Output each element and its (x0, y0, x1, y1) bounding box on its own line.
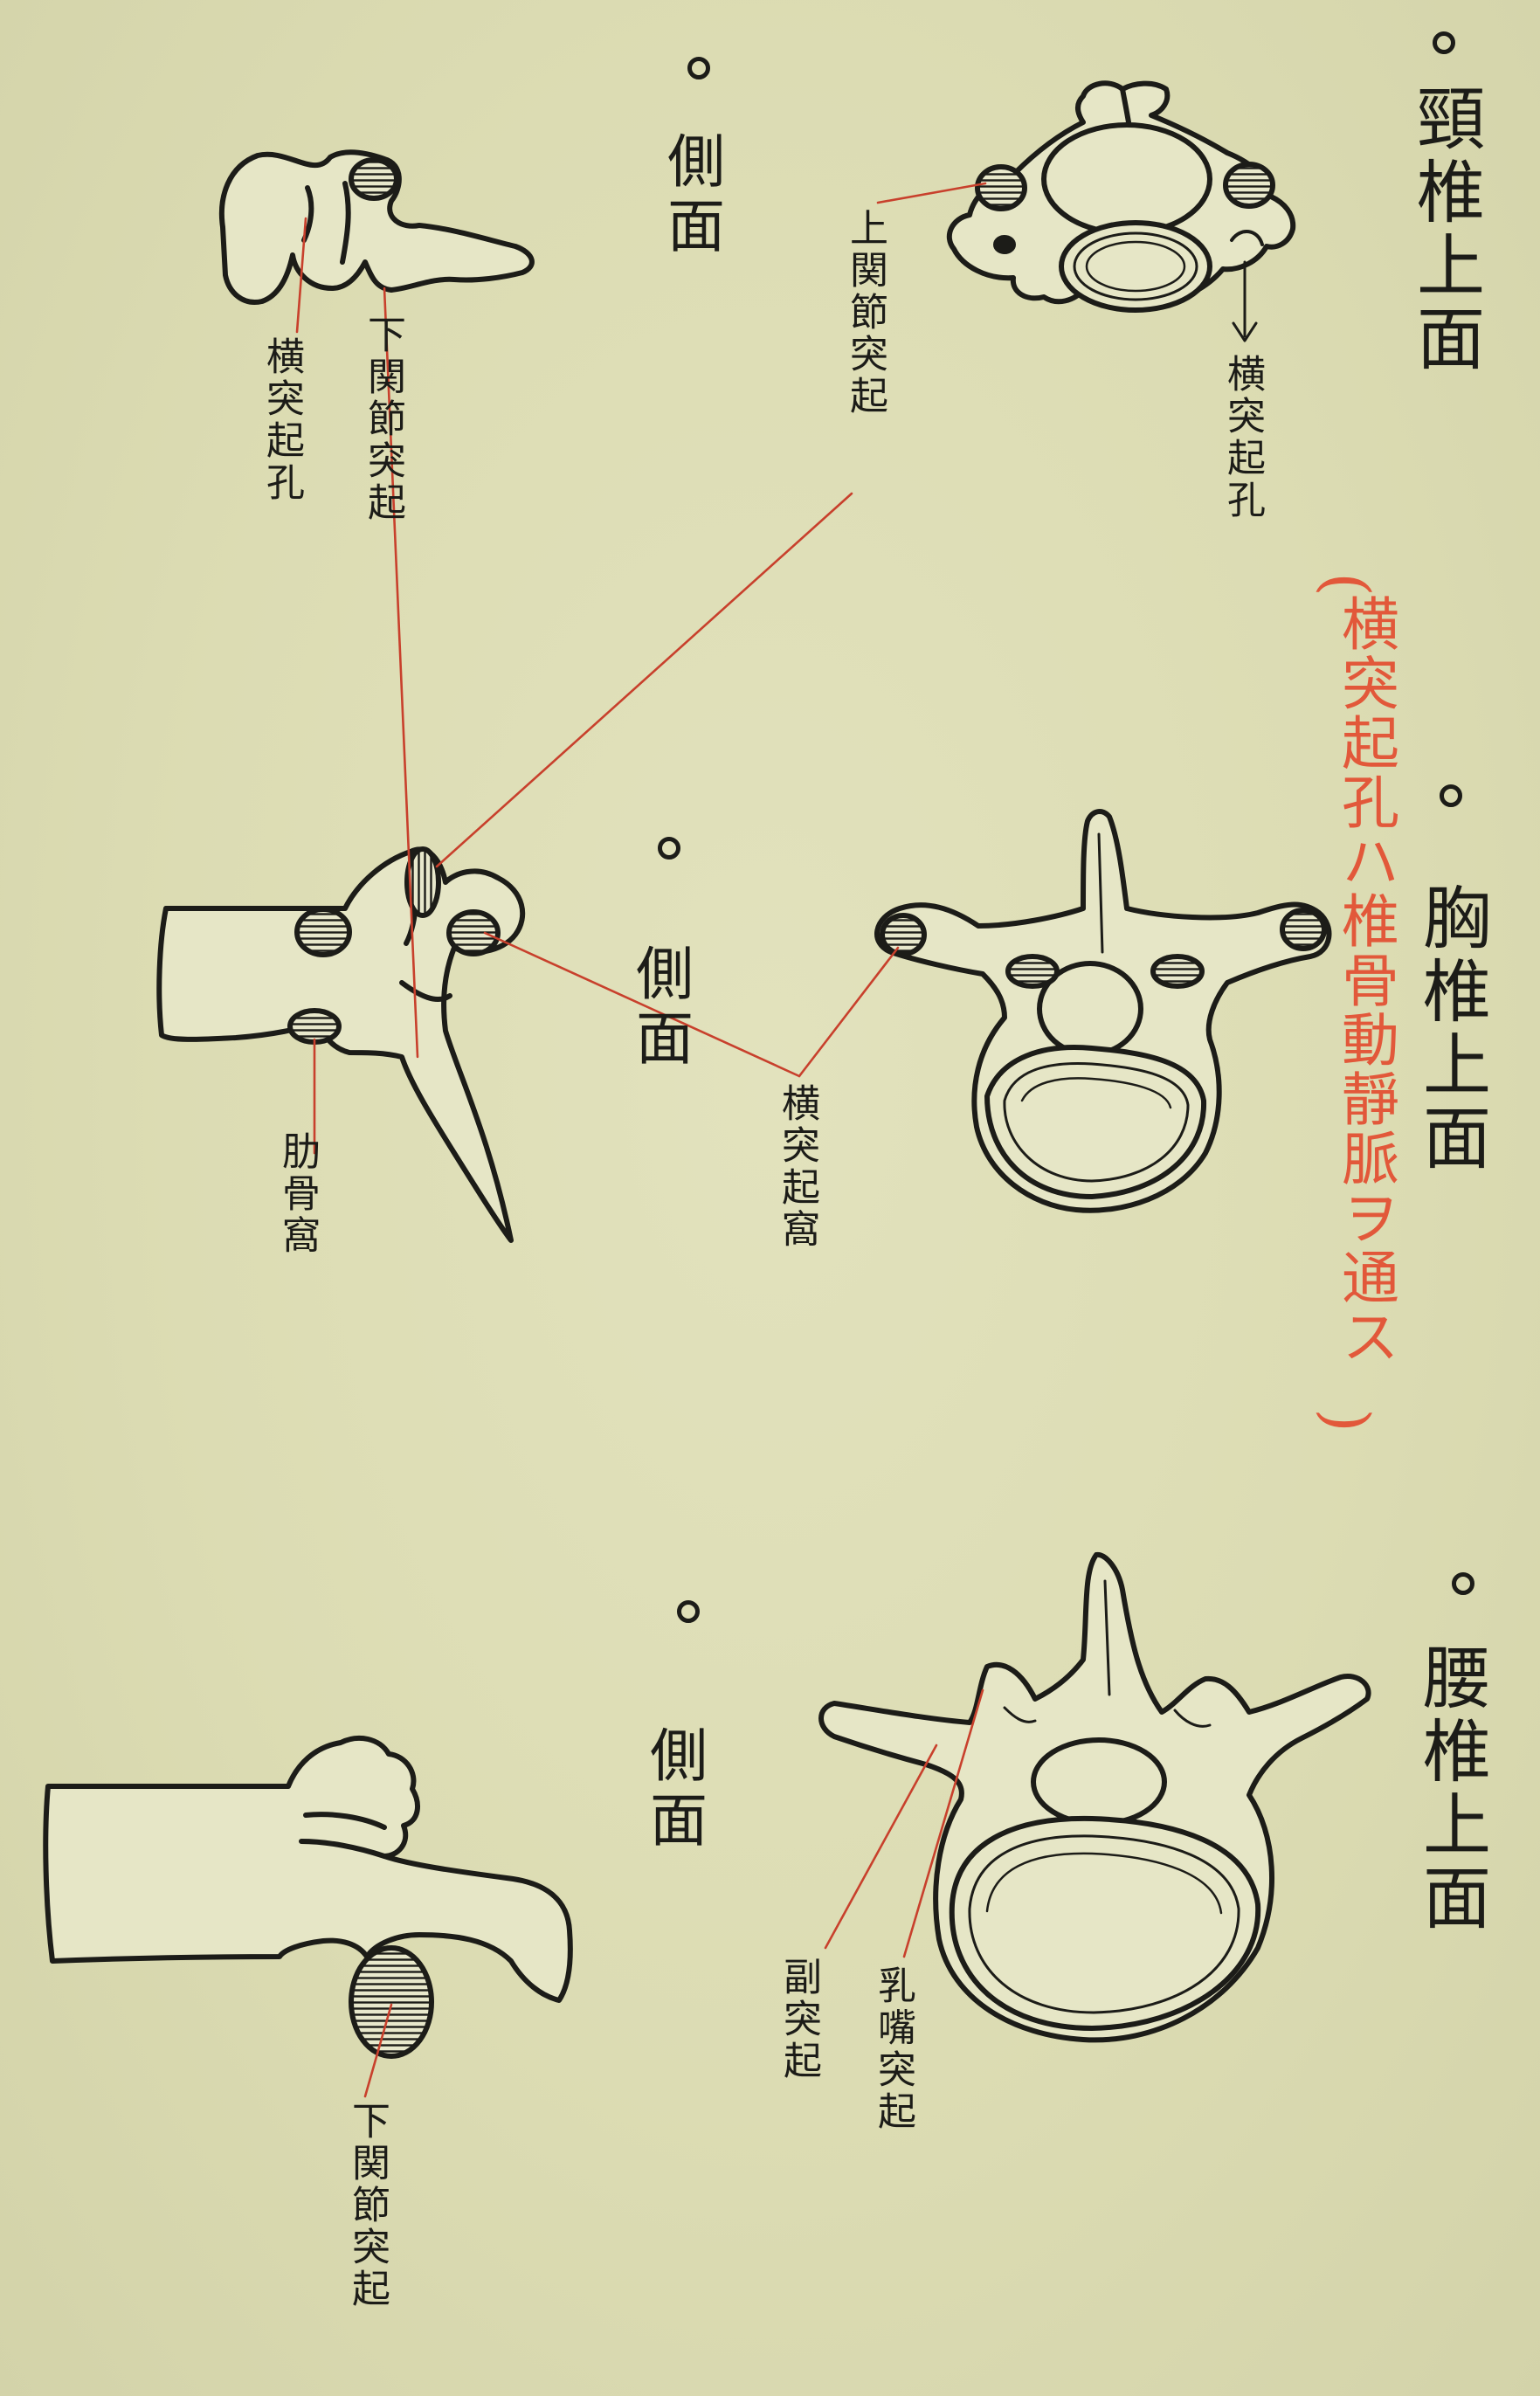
thoracic-label-rib-fovea: 肋骨窩 (278, 1131, 316, 1257)
thoracic-top-drawing (877, 811, 1329, 1211)
thoracic-side-drawing (159, 849, 522, 1240)
thoracic-title: 胸椎上面 (1417, 882, 1485, 1176)
lumbar-side-drawing (45, 1738, 570, 2056)
annotation-close-paren: ) (1311, 1408, 1383, 1432)
leader-upper-articular-top (878, 183, 985, 203)
lumbar-label-mammillary-process: 乳嘴突起 (874, 1965, 912, 2133)
cervical-label-transverse-foramen-top: 横突起孔 (1223, 354, 1261, 521)
annotation-open-paren: ( (1311, 572, 1383, 596)
thoracic-label-transverse-fovea: 横突起窩 (777, 1083, 816, 1251)
cervical-side-drawing (222, 152, 532, 302)
lumbar-side-label: 側面 (645, 1725, 702, 1854)
thoracic-side-label: 側面 (631, 943, 688, 1073)
cervical-label-transverse-foramen-side: 横突起孔 (262, 336, 300, 504)
cervical-top-drawing (950, 83, 1293, 341)
bullet-lumbar-side (677, 1600, 700, 1623)
cervical-side-label: 側面 (662, 131, 720, 260)
thoracic-annotation: 横突起孔ハ椎骨動靜脈ヲ通ス (1336, 594, 1394, 1366)
bullet-lumbar-title (1452, 1572, 1474, 1595)
lumbar-label-lower-articular: 下関節突起 (348, 2101, 386, 2310)
leader-upper-articular-to-thoracic (437, 494, 852, 867)
lumbar-label-accessory-process: 副突起 (779, 1957, 818, 2082)
cervical-title: 頸椎上面 (1411, 83, 1479, 376)
bullet-thoracic-side (658, 837, 680, 860)
leader-accessory-process (825, 1745, 936, 1948)
cervical-label-lower-articular: 下関節突起 (363, 314, 402, 524)
leader-transverse-fovea-top (799, 948, 898, 1076)
bullet-cervical-side (687, 57, 710, 79)
lumbar-title: 腰椎上面 (1417, 1642, 1485, 1936)
bullet-thoracic-title (1440, 784, 1462, 807)
cervical-label-upper-articular: 上関節突起 (846, 208, 884, 418)
bullet-cervical-title (1433, 31, 1455, 54)
